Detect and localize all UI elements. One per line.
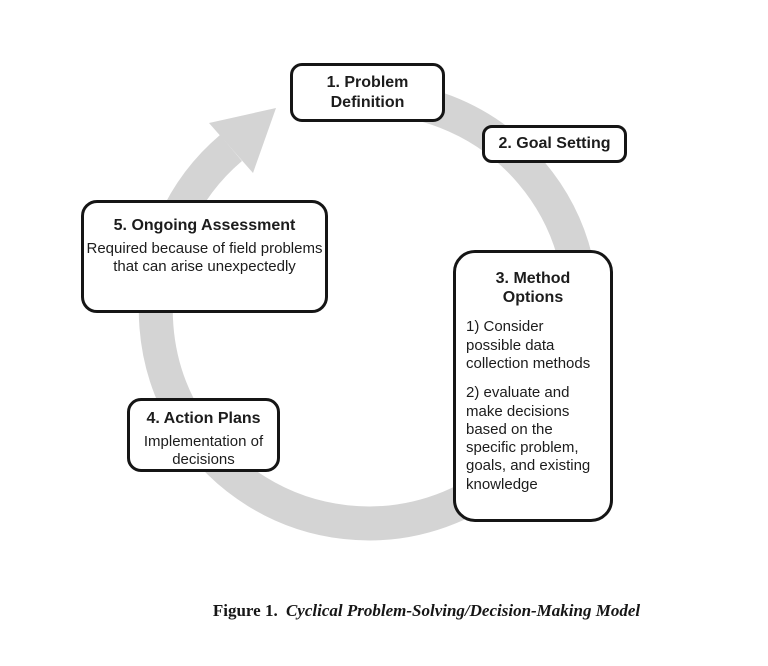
- node-method-options: 3. Method Options 1) Consider possible d…: [453, 250, 613, 522]
- node-problem-definition-title: 1. Problem Definition: [326, 74, 409, 111]
- node-problem-definition: 1. Problem Definition: [290, 63, 445, 122]
- node-ongoing-assessment-title: 5. Ongoing Assessment: [113, 217, 296, 234]
- node-ongoing-assessment-body: Required because of field problems that …: [86, 240, 323, 276]
- figure-caption-label: Figure 1.: [212, 601, 278, 620]
- node-action-plans-body: Implementation of decisions: [143, 433, 264, 469]
- node-ongoing-assessment: 5. Ongoing Assessment Required because o…: [81, 200, 328, 313]
- node-action-plans-title: 4. Action Plans: [146, 410, 261, 427]
- node-goal-setting: 2. Goal Setting: [482, 125, 627, 163]
- node-method-options-body-2: 2) evaluate and make decisions based on …: [466, 384, 591, 493]
- node-action-plans: 4. Action Plans Implementation of decisi…: [127, 398, 280, 472]
- figure-caption-title: Cyclical Problem-Solving/Decision-Making…: [285, 601, 641, 620]
- node-method-options-body-1: 1) Consider possible data collection met…: [466, 318, 591, 372]
- circular-arrow-arrowhead-icon: [209, 108, 276, 173]
- circular-arrow-arc: [138, 80, 599, 541]
- node-goal-setting-title: 2. Goal Setting: [498, 135, 611, 153]
- node-method-options-title: 3. Method Options: [495, 270, 571, 307]
- figure-caption: Figure 1. Cyclical Problem-Solving/Decis…: [0, 601, 768, 621]
